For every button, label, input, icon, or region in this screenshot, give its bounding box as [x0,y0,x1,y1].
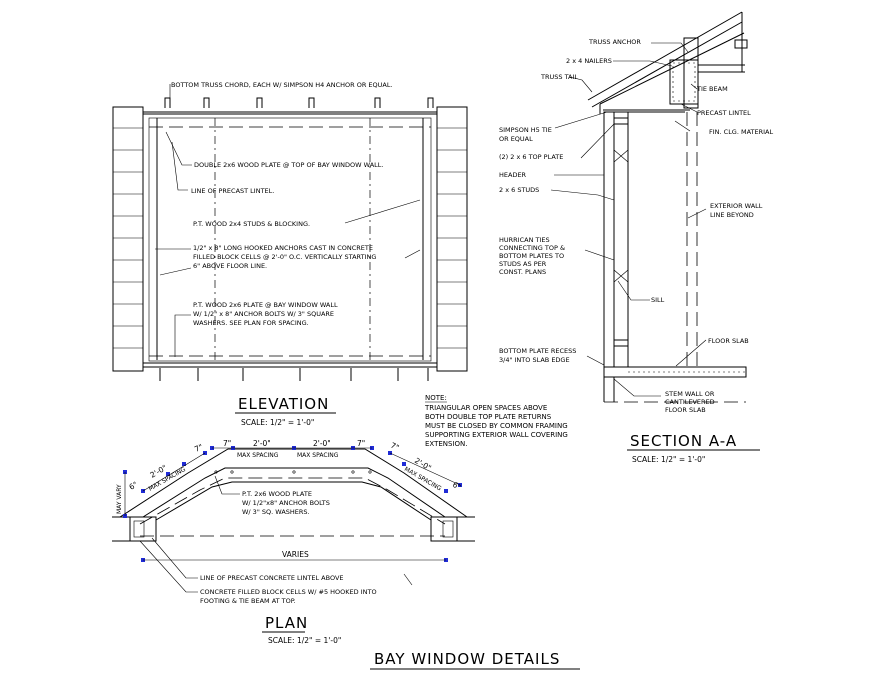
note-line-1: TRIANGULAR OPEN SPACES ABOVE [424,404,547,412]
section-label-ext-wall-1: EXTERIOR WALL [710,202,763,210]
elevation-right-block-wall [436,106,468,372]
section-label-sill: SILL [651,296,665,304]
section-label-hurr-1: HURRICAN TIES [499,236,550,244]
section-leaders [550,42,707,397]
section-label-simpson-1: SIMPSON H5 TIE [499,126,552,134]
elevation-note-plate: DOUBLE 2x6 WOOD PLATE @ TOP OF BAY WINDO… [194,161,383,169]
elevation-anchor-bolts [159,368,429,381]
section-label-studs: 2 x 6 STUDS [499,186,539,194]
plan-note-pt-2: W/ 1/2"x8" ANCHOR BOLTS [242,499,330,507]
plan-max-spacing-a: MAX SPACING [237,452,279,459]
plan-max-spacing-right: MAX SPACING [403,466,443,493]
plan-max-spacing-b: MAX SPACING [297,452,339,459]
section-label-floor-slab: FLOOR SLAB [708,337,749,345]
section-label-ext-wall-2: LINE BEYOND [710,211,754,219]
note-block: NOTE: TRIANGULAR OPEN SPACES ABOVE BOTH … [424,394,568,448]
plan-view: 7" 7" 2'-0" 2'-0" 7" 7" MAX SPACING MAX … [112,439,475,645]
elevation-truss-anchors [164,97,434,108]
plan-scale: SCALE: 1/2" = 1'-0" [268,636,341,645]
elevation-view: BOTTOM TRUSS CHORD, EACH W/ SIMPSON H4 A… [112,81,468,427]
section-label-stem-1: STEM WALL OR [665,390,715,398]
section-label-hurr-4: STUDS AS PER [499,260,547,268]
section-wall [603,111,698,370]
section-label-truss-anchor: TRUSS ANCHOR [588,38,641,46]
plan-dim-7-inner-left: 7" [223,439,231,448]
plan-note-pt-3: W/ 3" SQ. WASHERS. [242,508,310,516]
plan-note-lintel: LINE OF PRECAST CONCRETE LINTEL ABOVE [200,574,344,582]
section-label-nailers: 2 x 4 NAILERS [566,57,612,65]
note-line-5: EXTENSION. [425,440,468,448]
plan-dim-6-right: 6" [451,480,463,492]
section-view: TRUSS ANCHOR 2 x 4 NAILERS TRUSS TAIL TI… [499,11,773,464]
section-label-truss-tail: TRUSS TAIL [540,73,578,81]
elevation-note-anchors-2: FILLED BLOCK CELLS @ 2'-0" O.C. VERTICAL… [193,253,376,261]
section-label-stem-3: FLOOR SLAB [665,406,706,414]
section-label-recess-1: BOTTOM PLATE RECESS [499,347,576,355]
elevation-note-lintel: LINE OF PRECAST LINTEL. [191,187,274,195]
elevation-note-bottom-2: W/ 1/2" x 8" ANCHOR BOLTS W/ 3" SQUARE [193,310,334,318]
plan-note-cells-2: FOOTING & TIE BEAM AT TOP. [200,597,296,605]
section-label-recess-2: 3/4" INTO SLAB EDGE [499,356,570,364]
plan-dim-varies: VARIES [282,550,309,559]
plan-dim-2ft-b: 2'-0" [313,439,331,448]
section-label-header: HEADER [499,171,527,179]
section-label-stem-2: CANTILEVERED [665,398,715,406]
plan-anchor-bolts [214,470,372,474]
plan-dim-6-left: 6" [128,480,140,492]
plan-title: PLAN [265,614,308,632]
elevation-note-anchors-1: 1/2" x 8" LONG HOOKED ANCHORS CAST IN CO… [193,244,373,252]
section-title: SECTION A-A [630,432,737,450]
elevation-scale: SCALE: 1/2" = 1'-0" [241,418,314,427]
section-roof-truss [587,11,748,114]
elevation-note-bottom-1: P.T. WOOD 2x6 PLATE @ BAY WINDOW WALL [193,301,338,309]
note-line-4: SUPPORTING EXTERIOR WALL COVERING [425,431,568,439]
plan-dim-7-right: 7" [389,441,400,453]
section-label-simpson-2: OR EQUAL [499,135,533,143]
note-line-2: BOTH DOUBLE TOP PLATE RETURNS [425,413,552,421]
section-label-hurr-3: BOTTOM PLATES TO [499,252,564,260]
plan-note-cells-1: CONCRETE FILLED BLOCK CELLS W/ #5 HOOKED… [200,588,377,596]
sheet-title: BAY WINDOW DETAILS [374,650,560,668]
note-heading: NOTE: [425,394,447,402]
section-label-hurr-5: CONST. PLANS [499,268,546,276]
elevation-title: ELEVATION [238,395,329,413]
section-label-fin: FIN. CLG. MATERIAL [709,128,773,136]
section-scale: SCALE: 1/2" = 1'-0" [632,455,705,464]
plan-dim-2ft-a: 2'-0" [253,439,271,448]
elevation-left-block-wall [112,106,144,372]
plan-dim-7-inner-right: 7" [357,439,365,448]
section-label-hurr-2: CONNECTING TOP & [499,244,565,252]
elevation-note-truss: BOTTOM TRUSS CHORD, EACH W/ SIMPSON H4 A… [171,81,393,89]
section-floor-slab [603,366,747,403]
elevation-note-bottom-3: WASHERS. SEE PLAN FOR SPACING. [193,319,309,327]
plan-dim-7-left: 7" [193,442,204,454]
plan-note-pt-1: P.T. 2x6 WOOD PLATE [242,490,312,498]
section-label-tie-beam: TIE BEAM [696,85,728,93]
section-label-top-plate: (2) 2 x 6 TOP PLATE [499,153,563,161]
plan-wall-outline [112,448,475,542]
note-line-3: MUST BE CLOSED BY COMMON FRAMING [425,422,568,430]
elevation-wall-frame [142,111,438,368]
section-label-precast-lintel: PRECAST LINTEL [697,109,751,117]
elevation-note-studs: P.T. WOOD 2x4 STUDS & BLOCKING. [193,220,310,228]
plan-may-vary: MAY VARY [116,484,123,514]
elevation-note-anchors-3: 6" ABOVE FLOOR LINE. [193,262,267,270]
